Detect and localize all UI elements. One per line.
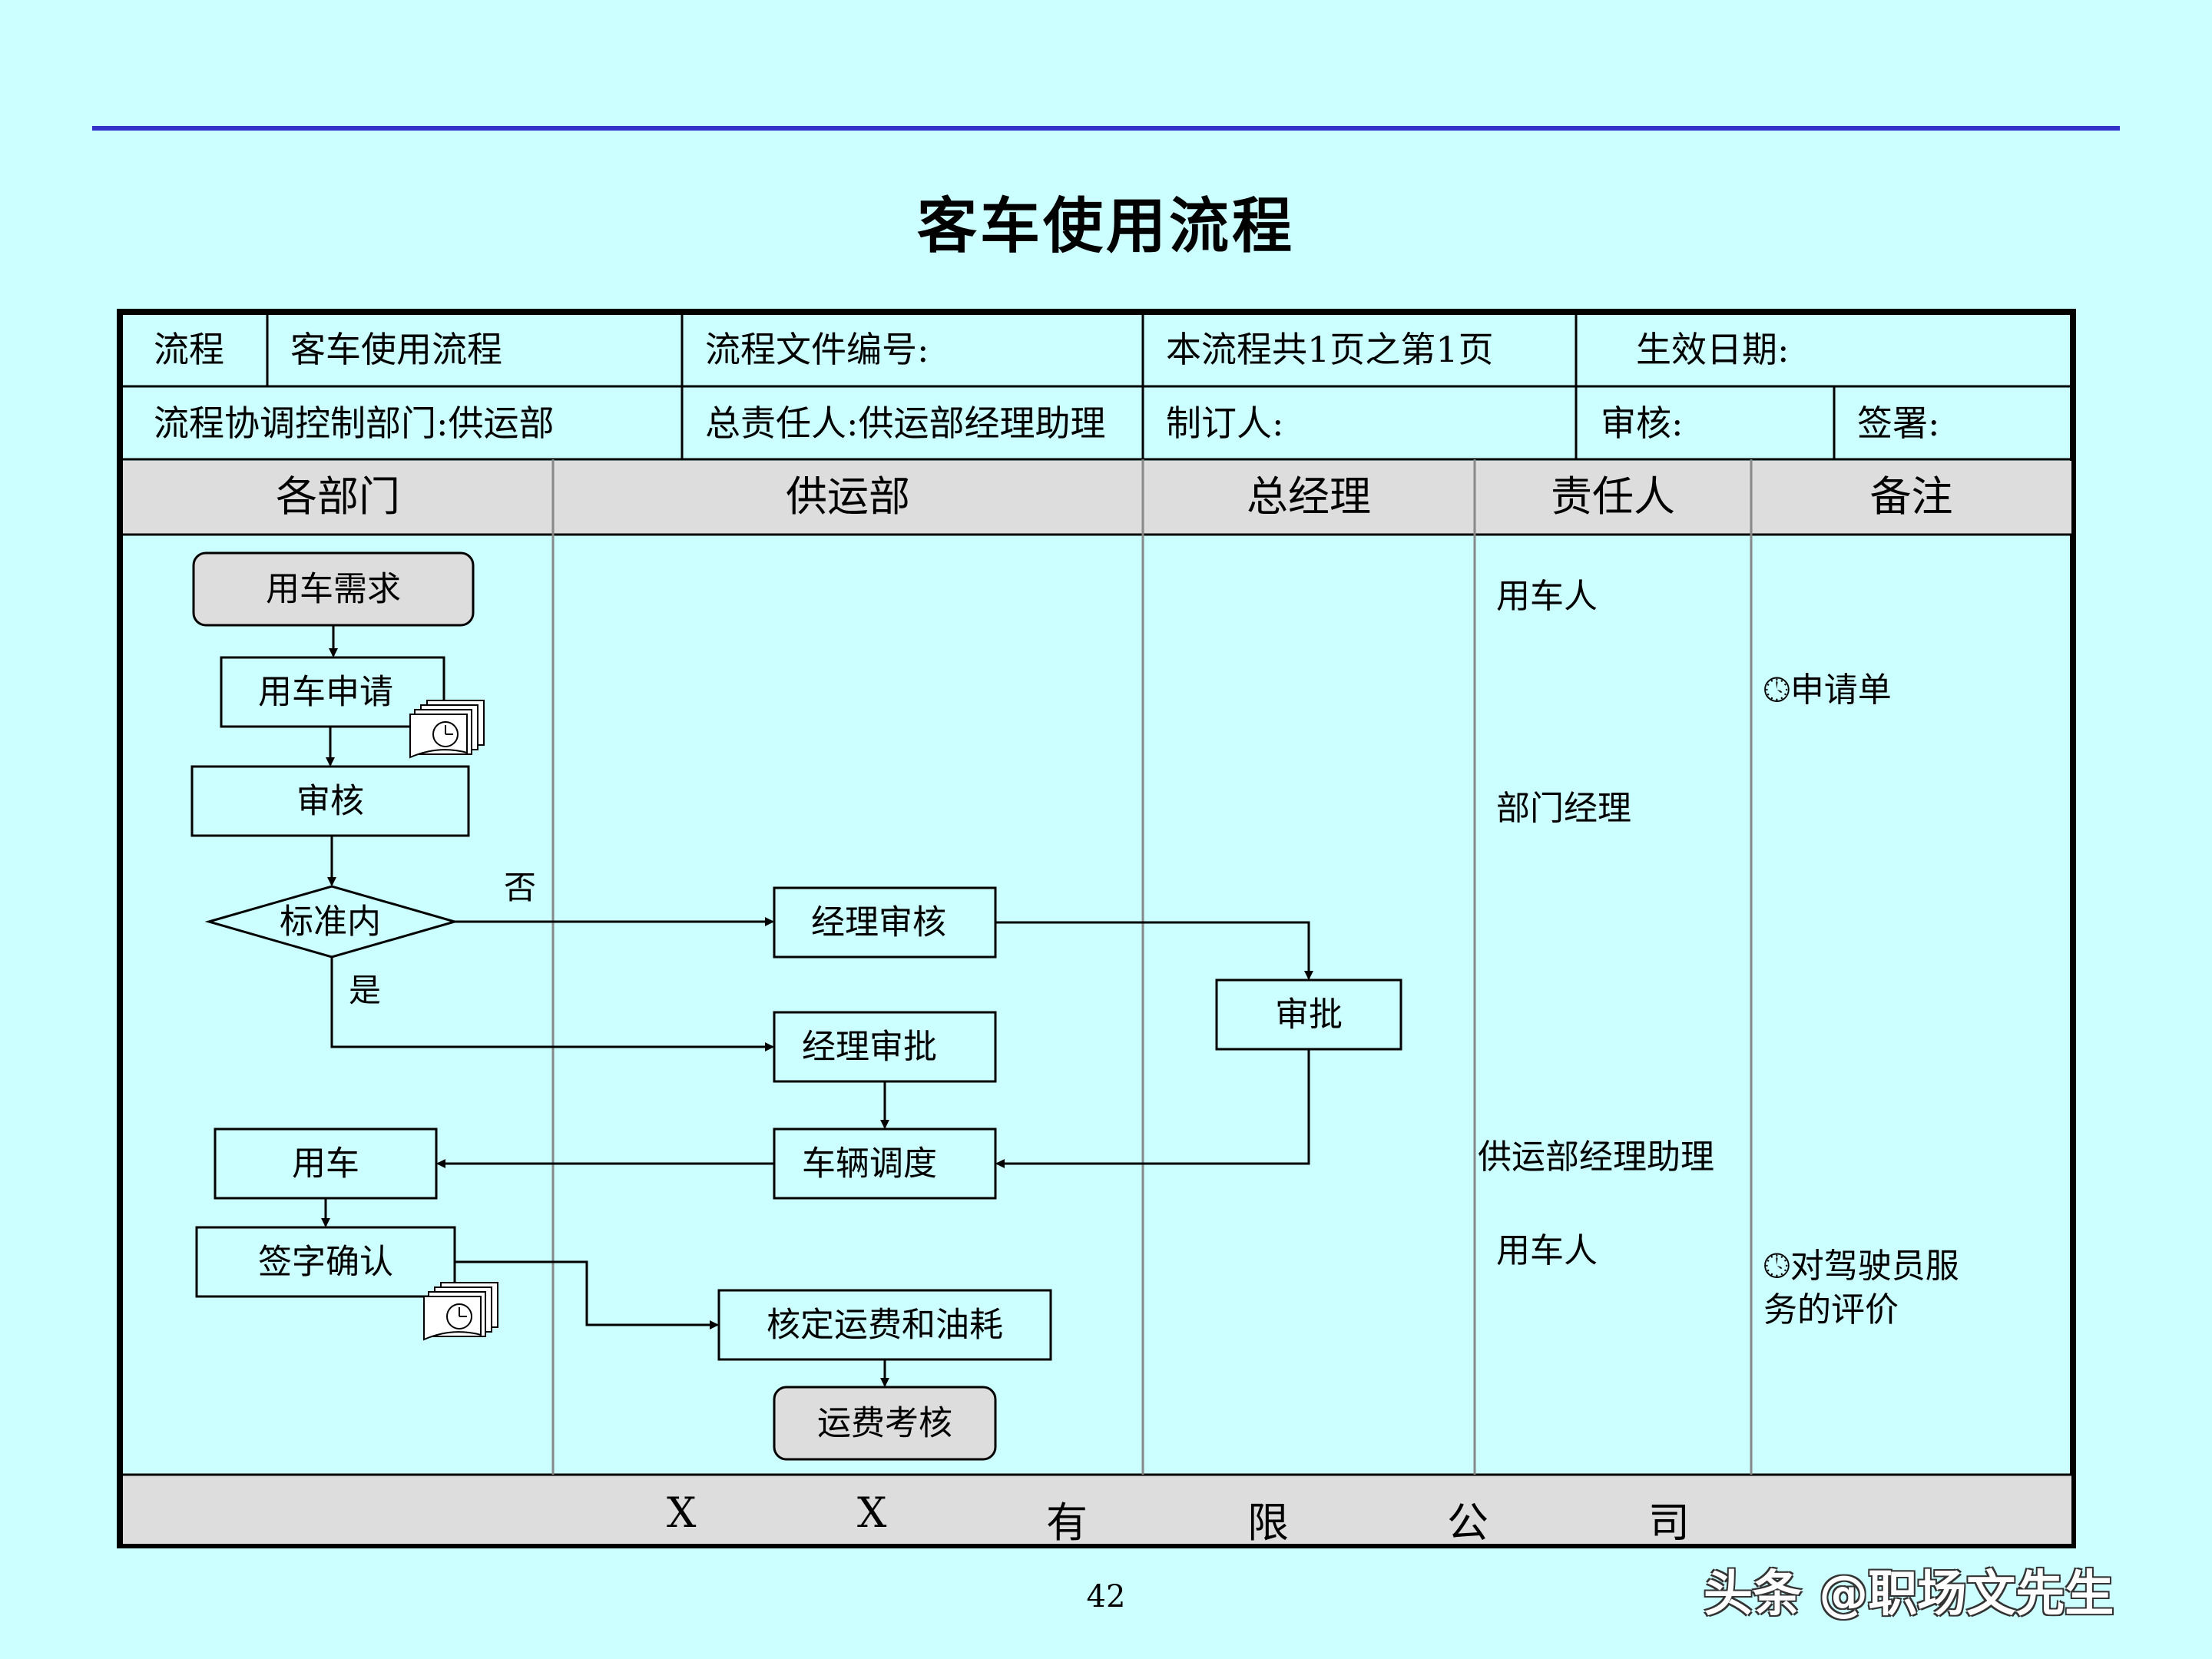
- node-fare-assess: [773, 1386, 997, 1461]
- header-author: 制订人:: [1166, 402, 1284, 444]
- node-manager-review-label: 经理审核: [811, 903, 946, 942]
- table-frame: [117, 309, 2076, 1548]
- remark-application-form-text: 申请单: [1790, 671, 1892, 710]
- node-manager-approve-label: 经理审批: [802, 1028, 937, 1067]
- node-sign-confirm: [195, 1226, 456, 1298]
- header-review: 审核:: [1601, 402, 1684, 444]
- responsible-dept-manager: 部门经理: [1496, 789, 1631, 828]
- watermark: 头条 @职场文先生: [1704, 1566, 2114, 1623]
- header-owner: 总责任人:供运部经理助理: [705, 402, 1106, 444]
- footer-char-4: 限: [1247, 1498, 1289, 1547]
- remark-driver-evaluation: 🕓︎对驾驶员服 务的评价: [1763, 1244, 2055, 1332]
- node-review: [190, 765, 470, 837]
- flow-edges: [321, 625, 1313, 1387]
- node-car-application: [220, 656, 445, 728]
- edge-label-no: 否: [504, 869, 536, 906]
- node-sign-confirm-label: 签字确认: [258, 1243, 393, 1282]
- node-vehicle-dispatch: [773, 1128, 997, 1200]
- node-manager-review: [773, 886, 997, 959]
- node-approve: [1215, 979, 1402, 1051]
- remark-driver-evaluation-line2: 务的评价: [1763, 1290, 1899, 1330]
- footer-char-5: 公: [1447, 1498, 1488, 1547]
- footer-char-6: 司: [1648, 1498, 1690, 1547]
- responsible-supply-assistant: 供运部经理助理: [1478, 1137, 1714, 1177]
- page-number: 42: [1086, 1579, 1126, 1614]
- header-process-name: 客车使用流程: [290, 329, 502, 370]
- footer-char-3: 有: [1046, 1498, 1088, 1547]
- node-fare-fuel-label: 核定运费和油耗: [767, 1306, 1003, 1345]
- column-header-departments: 各部门: [276, 472, 400, 521]
- remark-application-form: 🕓︎申请单: [1763, 668, 1892, 712]
- remark-driver-evaluation-line1: 对驾驶员服: [1790, 1247, 1959, 1286]
- header-file-no: 流程文件编号:: [705, 329, 929, 370]
- header-process-label: 流程: [154, 329, 224, 370]
- node-car-application-label: 用车申请: [258, 673, 393, 712]
- column-header-responsible: 责任人: [1551, 472, 1675, 521]
- header-pages: 本流程共1页之第1页: [1166, 329, 1494, 370]
- header-effective-date: 生效日期:: [1636, 329, 1790, 370]
- node-manager-approve: [773, 1011, 997, 1083]
- edge-label-yes: 是: [349, 972, 381, 1009]
- clock-icon: 🕓︎: [1763, 1247, 1790, 1286]
- column-header-supply: 供运部: [786, 472, 910, 521]
- node-fare-fuel: [717, 1289, 1052, 1361]
- clock-icon: 🕓︎: [1763, 671, 1790, 710]
- column-header-remarks: 备注: [1869, 472, 1953, 521]
- node-approve-label: 审批: [1275, 995, 1343, 1035]
- document-icon: [423, 1282, 498, 1341]
- node-within-standard-label: 标准内: [280, 902, 381, 942]
- header-sign: 签署:: [1857, 402, 1940, 444]
- footer-char-2: X: [857, 1488, 887, 1537]
- column-header-band: [123, 461, 2071, 535]
- page-title: 客车使用流程: [916, 192, 1295, 261]
- node-vehicle-dispatch-label: 车辆调度: [802, 1144, 937, 1184]
- document-icon: [409, 700, 485, 759]
- responsible-car-user: 用车人: [1496, 577, 1598, 616]
- header-dept: 流程协调控制部门:供运部: [154, 402, 555, 444]
- footer-char-1: X: [667, 1488, 697, 1537]
- responsible-car-user-2: 用车人: [1496, 1231, 1598, 1270]
- node-car-demand-label: 用车需求: [266, 570, 401, 609]
- node-fare-assess-label: 运费考核: [817, 1404, 952, 1443]
- node-review-label: 审核: [296, 782, 364, 821]
- node-use-car-label: 用车: [292, 1144, 359, 1184]
- footer-band: [123, 1475, 2071, 1544]
- top-rule: [92, 126, 2120, 131]
- column-header-gm: 总经理: [1247, 472, 1371, 521]
